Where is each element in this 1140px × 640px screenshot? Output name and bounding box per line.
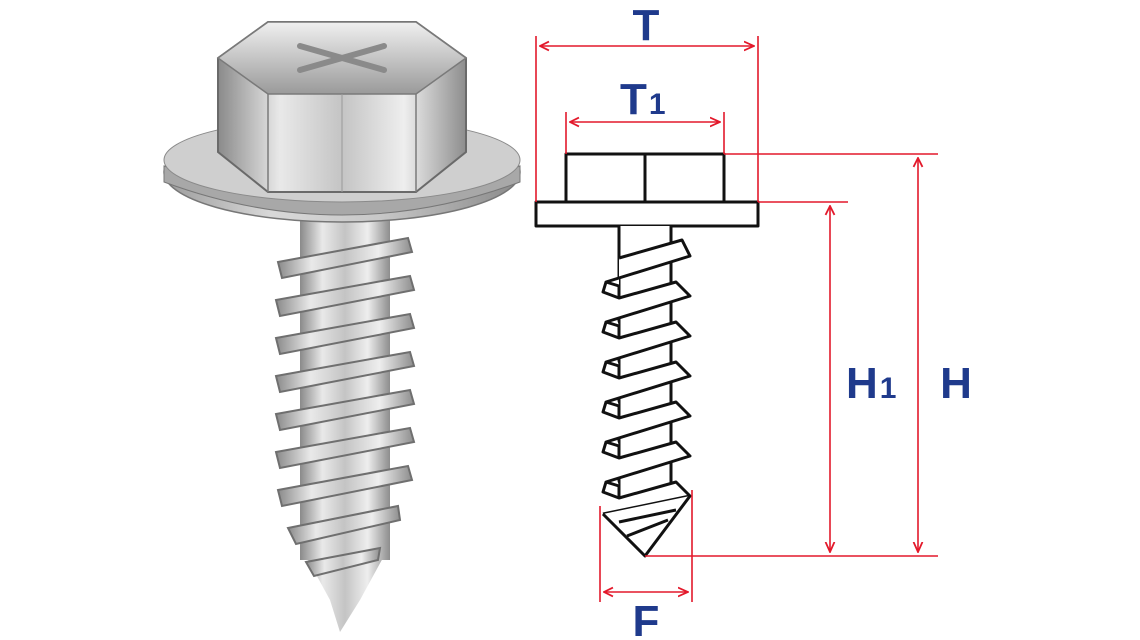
label-H1: H1 <box>846 359 896 408</box>
label-T: T <box>633 1 660 50</box>
label-F: F <box>633 597 660 640</box>
label-H1-main: H <box>846 359 878 408</box>
label-H1-sub: 1 <box>880 372 897 405</box>
screw-photo-hex-head <box>216 21 468 193</box>
drawing-threaded-shank <box>601 226 692 558</box>
dimension-lines <box>535 36 938 602</box>
label-T1: T1 <box>620 75 666 124</box>
screw-drawing <box>534 152 760 558</box>
label-T1-sub: 1 <box>649 88 666 121</box>
label-H: H <box>940 359 972 408</box>
drawing-washer <box>534 200 760 228</box>
dimension-labels: T T1 H1 H F <box>620 1 972 640</box>
screw-photo <box>163 21 521 632</box>
label-T1-main: T <box>620 75 647 124</box>
screw-photo-shank <box>274 220 416 632</box>
